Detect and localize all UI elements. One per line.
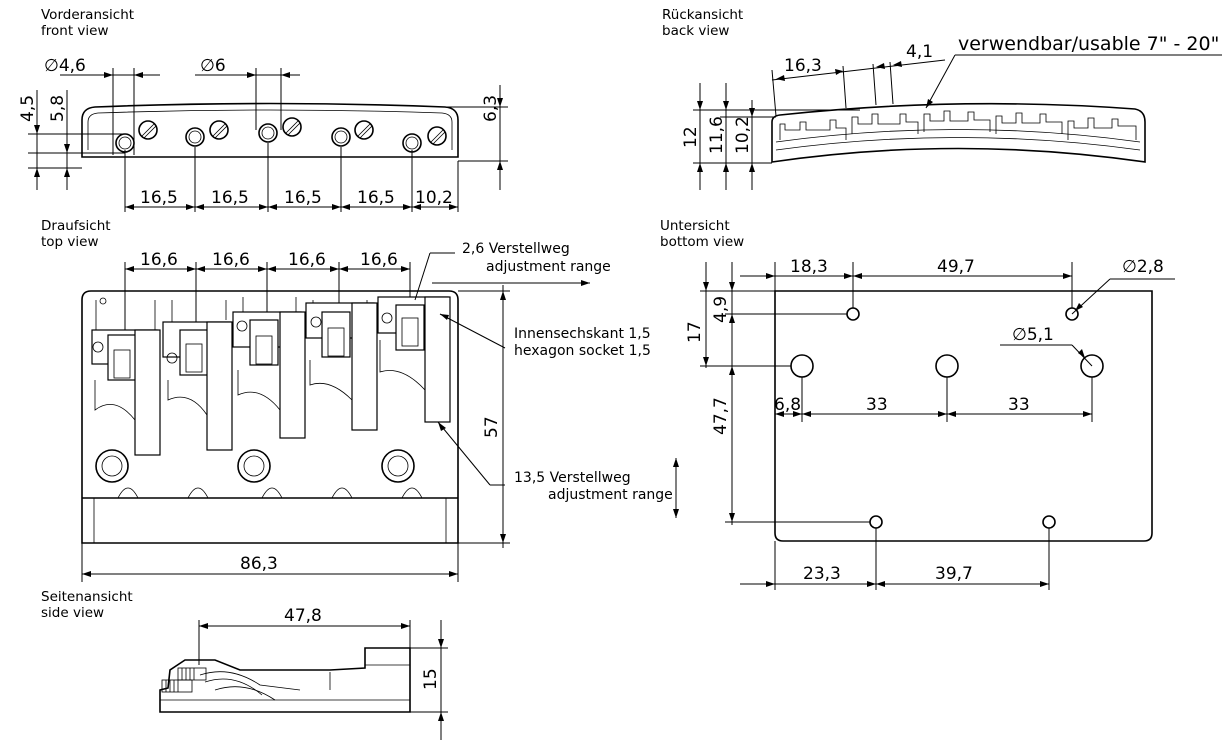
back-saddle-blocks bbox=[779, 110, 1137, 140]
back-radius-note: verwendbar/usable 7" - 20" bbox=[958, 33, 1219, 55]
back-view-title-en: back view bbox=[662, 23, 729, 39]
top-note-adj-large-en: adjustment range bbox=[548, 487, 673, 503]
top-spacing-arrows bbox=[125, 266, 410, 272]
bottom-dim-sp2: 33 bbox=[1008, 395, 1030, 415]
top-note-adj-small-de: 2,6 Verstellweg bbox=[462, 241, 570, 257]
bottom-body-outline bbox=[774, 290, 1153, 542]
back-view-title-de: Rückansicht bbox=[662, 7, 743, 23]
front-dim-dia-large: ∅6 bbox=[200, 56, 226, 76]
front-dim-spacing-3: 16,5 bbox=[284, 188, 322, 208]
back-dim-w1: 16,3 bbox=[784, 56, 822, 76]
side-view: Seitenansicht side view 47,8 bbox=[41, 589, 448, 740]
front-dim-spacing-4: 16,5 bbox=[357, 188, 395, 208]
top-note-adj-large-de: 13,5 Verstellweg bbox=[514, 470, 631, 486]
top-mount-holes bbox=[95, 449, 415, 483]
top-note-adj-small-en: adjustment range bbox=[486, 259, 611, 275]
front-dim-h2: 5,8 bbox=[48, 95, 68, 122]
back-dim-h1: 12 bbox=[681, 126, 701, 148]
front-saddles bbox=[115, 117, 447, 153]
back-dim-h3: 10,2 bbox=[733, 116, 753, 154]
bottom-dim-dia-small: ∅2,8 bbox=[1122, 257, 1164, 277]
bottom-dim-b2: 39,7 bbox=[935, 564, 973, 584]
bottom-dim-d1: 18,3 bbox=[790, 257, 828, 277]
top-body-outline bbox=[81, 290, 459, 544]
top-view-title-en: top view bbox=[41, 234, 99, 250]
bottom-dim-b1: 23,3 bbox=[803, 564, 841, 584]
bottom-dim-sp1: 33 bbox=[866, 395, 888, 415]
back-view: Rückansicht back view 16,3 4,1 verwendba… bbox=[662, 7, 1222, 190]
front-view-title-en: front view bbox=[41, 23, 109, 39]
bottom-dim-dia-large: ∅5,1 bbox=[1012, 325, 1054, 345]
front-view-title-de: Vorderansicht bbox=[41, 7, 134, 23]
front-dim-dia-small: ∅4,6 bbox=[44, 56, 86, 76]
front-spacing-arrows bbox=[125, 204, 458, 210]
side-dim-height: 15 bbox=[421, 668, 441, 690]
top-dim-spacing-4: 16,6 bbox=[360, 250, 398, 270]
bottom-view-title-de: Untersicht bbox=[660, 218, 730, 234]
top-dim-spacing-1: 16,6 bbox=[140, 250, 178, 270]
top-view: Draufsicht top view bbox=[41, 218, 679, 582]
top-dim-spacing-3: 16,6 bbox=[288, 250, 326, 270]
back-dim-w2: 4,1 bbox=[906, 42, 933, 62]
side-dim-length: 47,8 bbox=[284, 606, 322, 626]
bottom-dim-d2: 49,7 bbox=[937, 257, 975, 277]
top-saddles bbox=[91, 296, 451, 456]
top-note-hex-en: hexagon socket 1,5 bbox=[514, 343, 651, 359]
side-view-title-de: Seitenansicht bbox=[41, 589, 133, 605]
front-dim-spacing-1: 16,5 bbox=[140, 188, 178, 208]
back-body-outline bbox=[771, 102, 1146, 163]
top-note-hex-de: Innensechskant 1,5 bbox=[514, 326, 651, 342]
top-dim-width: 86,3 bbox=[240, 554, 278, 574]
front-body-inner bbox=[87, 109, 453, 150]
bottom-dim-offset: 6,8 bbox=[774, 395, 801, 415]
top-view-title-de: Draufsicht bbox=[41, 218, 111, 234]
front-view: Vorderansicht front view ∅4,6 bbox=[18, 7, 508, 212]
front-body-outline bbox=[81, 102, 459, 158]
top-arches bbox=[117, 487, 423, 499]
side-saddle-stack bbox=[161, 667, 301, 701]
front-dim-h3: 6,3 bbox=[481, 95, 501, 122]
bottom-view-title-en: bottom view bbox=[660, 234, 744, 250]
bottom-view: Untersicht bottom view 18,3 49,7 ∅2,8 bbox=[660, 218, 1175, 590]
front-dim-spacing-2: 16,5 bbox=[211, 188, 249, 208]
bottom-dim-h1: 17 bbox=[685, 321, 705, 343]
side-view-title-en: side view bbox=[41, 605, 104, 621]
bottom-dim-h2: 4,9 bbox=[711, 296, 731, 323]
top-dim-length: 57 bbox=[482, 416, 502, 438]
back-dim-h2: 11,6 bbox=[707, 116, 727, 154]
top-dim-spacing-2: 16,6 bbox=[212, 250, 250, 270]
front-dim-end: 10,2 bbox=[415, 188, 453, 208]
bottom-dim-h3: 47,7 bbox=[711, 397, 731, 435]
front-dim-h1: 4,5 bbox=[18, 95, 38, 122]
